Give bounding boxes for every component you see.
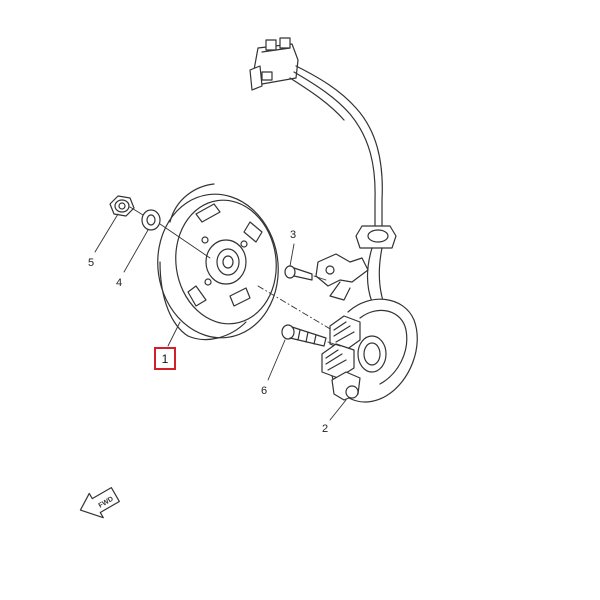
callout-1: 1 (161, 351, 169, 366)
bolt (281, 324, 327, 347)
washer (141, 209, 161, 231)
flywheel-rotor (157, 183, 279, 341)
callout-4: 4 (116, 277, 122, 289)
fwd-arrow-icon: FWD (79, 487, 120, 519)
stator-assembly (321, 298, 418, 403)
callout-5: 5 (88, 257, 94, 269)
callout-leaders (94, 213, 347, 421)
callout-6: 6 (261, 385, 267, 397)
alignment-lines (129, 206, 341, 347)
nut (109, 195, 135, 217)
stator-bracket (315, 253, 369, 301)
callout-3: 3 (290, 229, 296, 241)
wire-harness (249, 37, 397, 305)
callout-2: 2 (322, 423, 328, 435)
screw-small (284, 265, 313, 281)
highlight-box-part-1: 1 (154, 347, 176, 370)
